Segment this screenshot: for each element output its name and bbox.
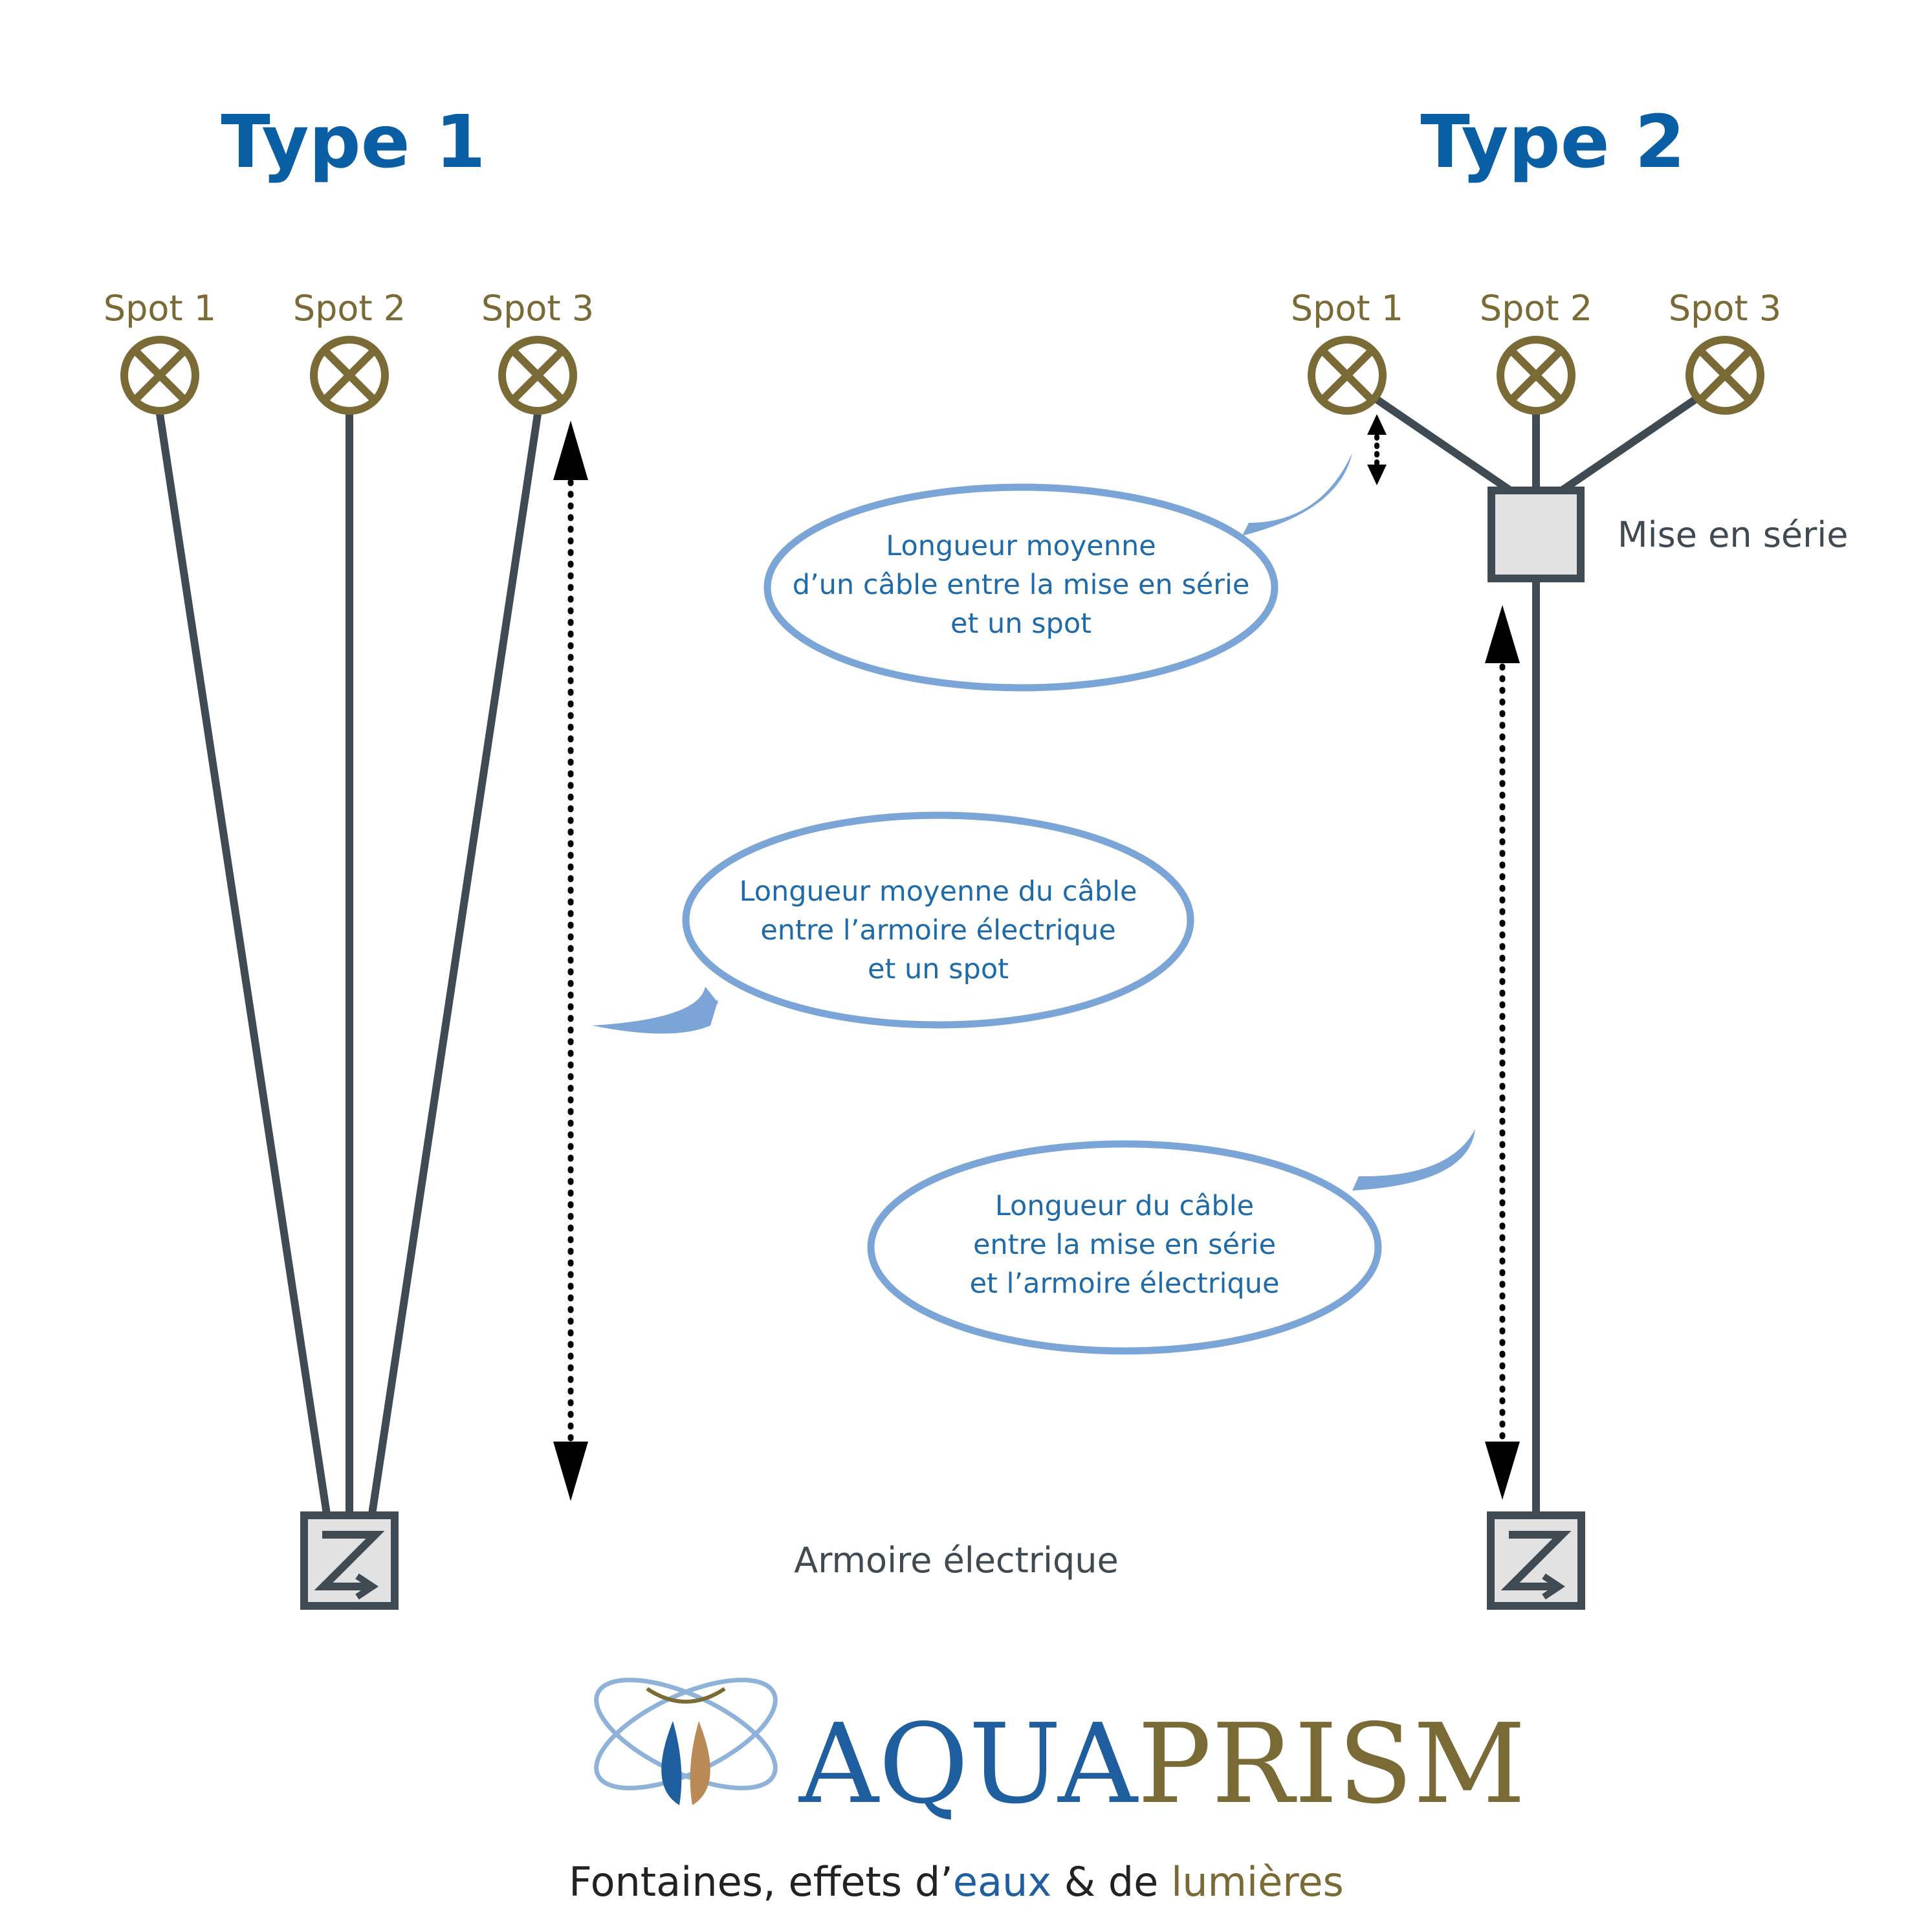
type1-electrical-cabinet-icon	[304, 1515, 395, 1606]
bubble3-line2: entre la mise en série	[973, 1229, 1276, 1261]
brand-name-part2: PRISM	[1137, 1700, 1526, 1828]
bubble-cabinet-to-spot: Longueur moyenne du câble entre l’armoir…	[592, 811, 1194, 1034]
tagline-part1: Fontaines, effets d’	[569, 1858, 953, 1905]
bubble2-line2: entre l’armoire électrique	[760, 914, 1115, 947]
type1-spot2-label: Spot 2	[293, 288, 406, 329]
type2-length-arrow	[1485, 605, 1520, 1500]
type2-spot1-label: Spot 1	[1291, 288, 1403, 329]
type2-spot-length-arrow	[1367, 414, 1387, 485]
brand-tagline: Fontaines, effets d’eaux & de lumières	[569, 1858, 1344, 1905]
bubble-serial-to-cabinet: Longueur du câble entre la mise en série…	[867, 1129, 1475, 1355]
cabinet-label: Armoire électrique	[794, 1540, 1118, 1581]
type1-cables	[156, 413, 542, 1515]
type1-spot3-label: Spot 3	[481, 288, 594, 329]
bubble2-line1: Longueur moyenne du câble	[740, 875, 1137, 908]
type2-spot3-lamp-icon	[1689, 340, 1761, 411]
bubble-serial-to-spot: Longueur moyenne d’un câble entre la mis…	[763, 453, 1352, 692]
bubble2-line3: et un spot	[868, 953, 1009, 985]
type2-spot1-lamp-icon	[1312, 340, 1383, 411]
type1-spot3-lamp-icon	[502, 340, 573, 411]
aquaprism-logo-icon	[594, 1677, 778, 1805]
tagline-part4: lumières	[1171, 1858, 1344, 1905]
bubble3-line1: Longueur du câble	[995, 1190, 1254, 1222]
bubble3-line3: et l’armoire électrique	[970, 1268, 1280, 1300]
type2-cables	[1369, 393, 1703, 1517]
bubble1-line1: Longueur moyenne	[886, 530, 1156, 562]
bubble1-line3: et un spot	[950, 608, 1092, 640]
brand-name-part1: AQUA	[798, 1700, 1139, 1828]
type1-title: Type 1	[221, 100, 485, 184]
serial-label: Mise en série	[1618, 514, 1849, 555]
type1-spot2-lamp-icon	[314, 340, 385, 411]
type1-spot1-label: Spot 1	[104, 288, 216, 329]
type2-spot3-label: Spot 3	[1669, 288, 1781, 329]
type1-length-arrow	[553, 421, 588, 1501]
tagline-part3: & de	[1051, 1858, 1171, 1905]
tagline-part2: eaux	[953, 1858, 1051, 1905]
junction-box-icon	[1487, 487, 1585, 582]
type2-spot2-label: Spot 2	[1480, 288, 1592, 329]
type1-spot1-lamp-icon	[124, 340, 195, 411]
brand-name: AQUAPRISM	[798, 1700, 1526, 1828]
type2-spot2-lamp-icon	[1500, 340, 1572, 411]
bubble1-line2: d’un câble entre la mise en série	[793, 569, 1250, 601]
type2-electrical-cabinet-icon	[1491, 1515, 1581, 1606]
type2-title: Type 2	[1420, 100, 1685, 184]
